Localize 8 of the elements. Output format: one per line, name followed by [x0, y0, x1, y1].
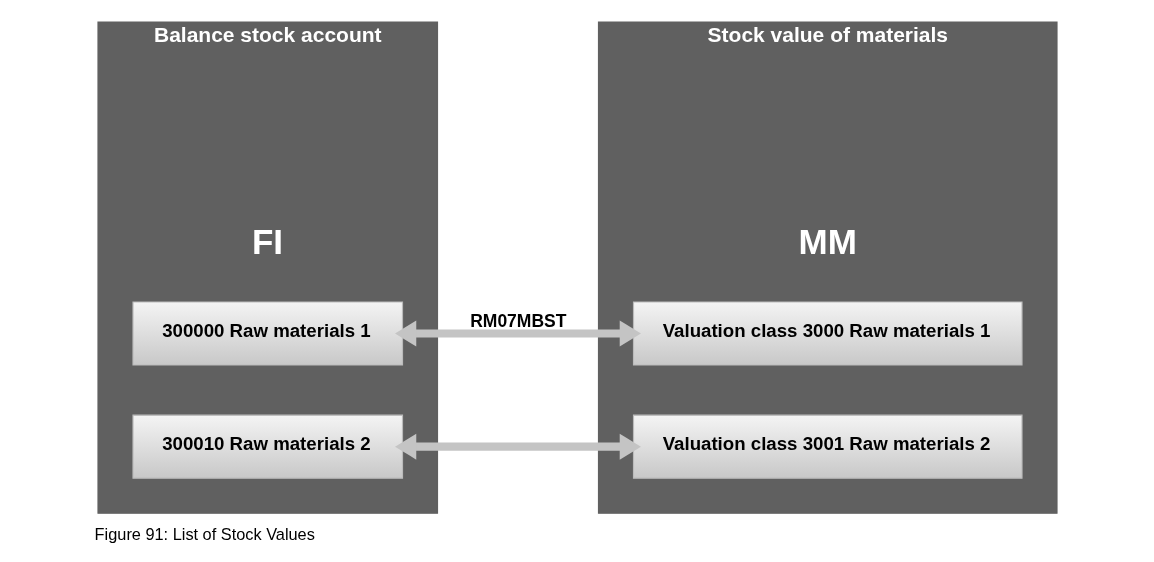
arrow	[394, 433, 641, 460]
caption: Figure 91: List of Stock Values	[94, 525, 315, 544]
edge-label: RM07MBST	[469, 310, 566, 331]
arrow	[394, 320, 641, 347]
node-box: 300000 Raw materials 1	[131, 301, 403, 366]
node-box: Valuation class 3001 Raw materials 2	[632, 414, 1023, 479]
node-box: 300010 Raw materials 2	[131, 414, 403, 479]
node-box: Valuation class 3000 Raw materials 1	[632, 301, 1023, 366]
